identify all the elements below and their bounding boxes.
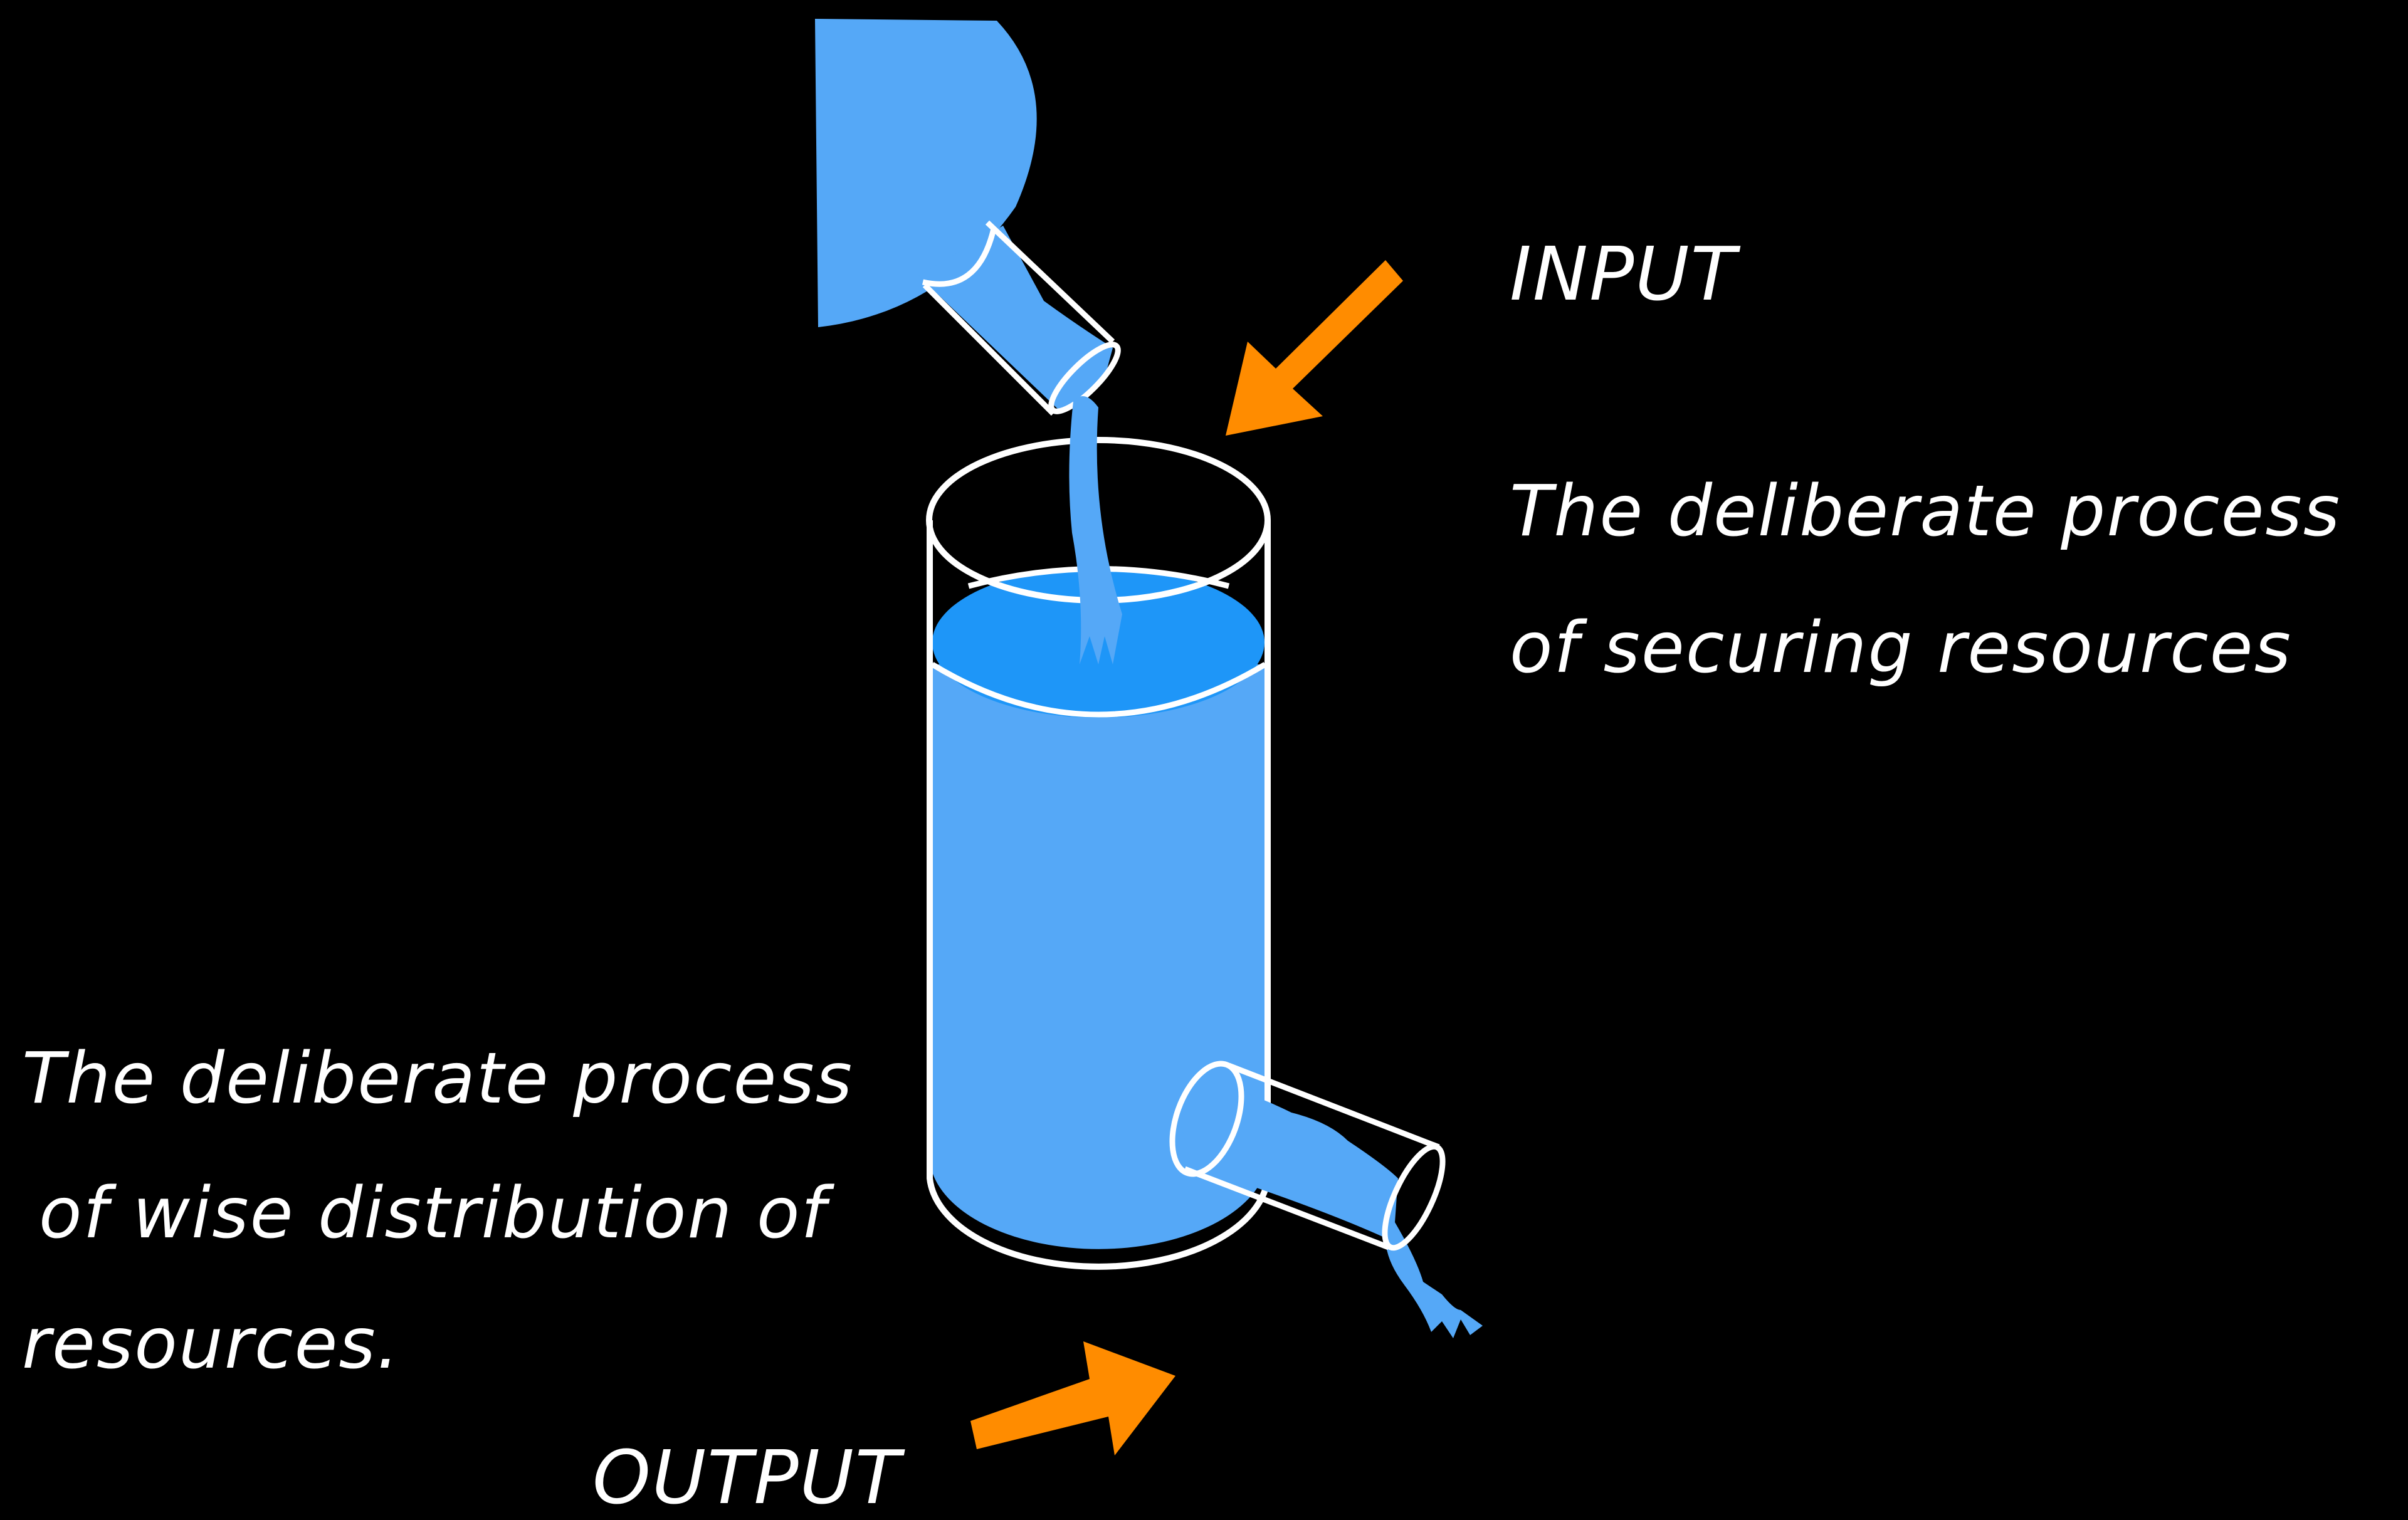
water-stream-in xyxy=(1069,396,1122,664)
output-arrow xyxy=(970,1341,1175,1455)
output-pipe xyxy=(1169,1061,1483,1338)
output-description-line-3: resources. xyxy=(22,1303,401,1385)
output-pipe-fill xyxy=(1179,1079,1483,1338)
input-arrow xyxy=(1226,260,1403,436)
input-description-line-1: The deliberate process xyxy=(1510,471,2342,552)
input-pipe-fill xyxy=(918,226,1113,411)
input-description-line-2: of securing resources xyxy=(1510,607,2292,689)
output-heading: OUTPUT xyxy=(592,1434,902,1520)
input-pipe-joint xyxy=(922,228,997,287)
output-description-line-1: The deliberate process xyxy=(22,1038,854,1119)
output-pipe-outline xyxy=(1184,1062,1440,1250)
tank-walls xyxy=(927,520,1271,1270)
input-pipe-outline xyxy=(922,220,1115,416)
tank-water-line xyxy=(930,662,1267,718)
input-pipe-mouth xyxy=(1048,342,1121,414)
source-container xyxy=(815,19,1037,327)
input-pipe xyxy=(918,220,1121,416)
output-pipe-inlet xyxy=(1169,1061,1244,1177)
input-heading: INPUT xyxy=(1510,231,1737,317)
source-container-body xyxy=(815,19,1037,327)
output-pipe-mouth xyxy=(1382,1143,1446,1251)
output-description-line-2: of wise distribution of xyxy=(39,1173,827,1254)
